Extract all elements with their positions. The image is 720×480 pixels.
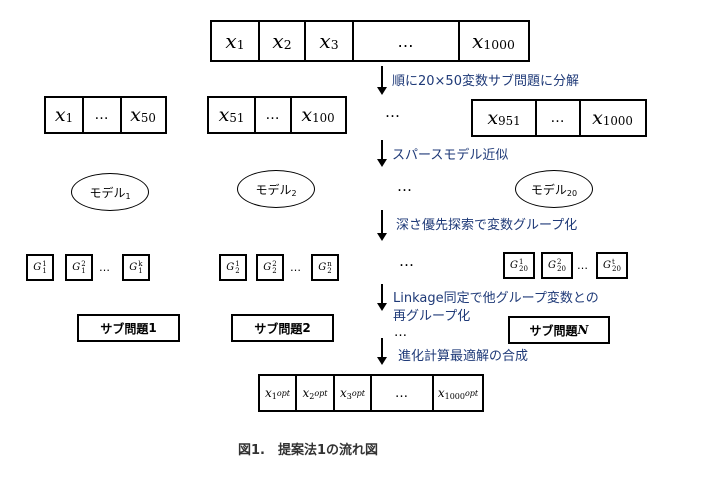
- step-synthesis: 進化計算最適解の合成: [398, 349, 529, 364]
- group-1-ellipsis: …: [99, 261, 110, 274]
- step-decompose: 順に20×50変数サブ問題に分解: [392, 74, 579, 89]
- group-row-ellipsis: …: [399, 252, 415, 270]
- chunk-20-ellipsis: …: [537, 101, 581, 135]
- flow-arrow-1-head: [377, 87, 387, 95]
- flow-arrow-5-head: [377, 357, 387, 365]
- flow-arrow-4: [381, 284, 383, 304]
- model-row-ellipsis: …: [397, 177, 413, 195]
- flow-arrow-1: [381, 66, 383, 88]
- flow-arrow-4-head: [377, 303, 387, 311]
- chunk-2-ellipsis: …: [256, 98, 292, 132]
- figure-caption: 図1. 提案法1の流れ図: [238, 443, 379, 458]
- flow-arrow-3-head: [377, 233, 387, 241]
- opt-var-ellipsis: …: [372, 376, 434, 410]
- subproblem-row-ellipsis: …: [394, 325, 408, 340]
- chunk-1-ellipsis: …: [84, 98, 122, 132]
- chunk-row-ellipsis: …: [385, 103, 401, 121]
- top-var-ellipsis: …: [354, 22, 460, 60]
- group-2-ellipsis: …: [290, 261, 301, 274]
- flow-arrow-2: [381, 140, 383, 160]
- step-dfs-grouping: 深さ優先探索で変数グループ化: [396, 218, 578, 233]
- flow-arrow-5: [381, 338, 383, 358]
- flow-arrow-2-head: [377, 159, 387, 167]
- group-20-ellipsis: …: [577, 259, 588, 272]
- step-sparse-model: スパースモデル近似: [392, 148, 509, 163]
- flow-arrow-3: [381, 210, 383, 234]
- step-linkage-line2: 再グループ化: [393, 309, 471, 324]
- step-linkage-line1: Linkage同定で他グループ変数との: [393, 291, 599, 306]
